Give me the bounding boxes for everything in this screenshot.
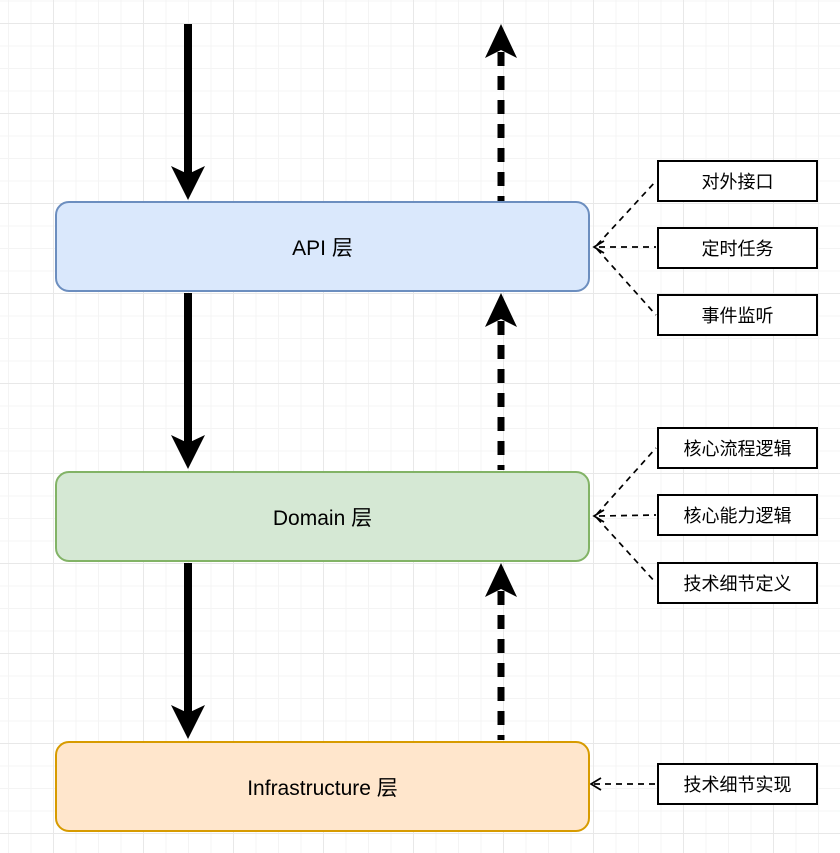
solid-down-arrow-top (171, 24, 205, 200)
annotation-box-api-2: 定时任务 (657, 227, 818, 269)
layer-title-api: API 层 (292, 236, 353, 260)
layer-title-domain: Domain 层 (272, 506, 373, 530)
domain-annotation-connectors (592, 447, 657, 584)
annotation-label: 核心流程逻辑 (683, 439, 792, 459)
layer-box-infrastructure: Infrastructure 层 (55, 741, 590, 832)
infrastructure-annotation-connectors (589, 777, 656, 791)
annotation-label: 核心能力逻辑 (683, 506, 792, 526)
dashed-up-arrow-top (485, 24, 517, 201)
dashed-up-arrow-middle (485, 293, 517, 470)
solid-down-arrow-bottom (171, 563, 205, 739)
left-chevron-arrow-icon (592, 240, 605, 254)
annotation-box-api-1: 对外接口 (657, 160, 818, 202)
left-chevron-arrow-icon (589, 777, 602, 791)
annotation-label: 技术细节实现 (683, 775, 792, 795)
annotation-box-domain-2: 核心能力逻辑 (657, 494, 818, 536)
annotation-label: 对外接口 (701, 172, 774, 192)
annotation-box-domain-3: 技术细节定义 (657, 562, 818, 604)
annotation-label: 事件监听 (701, 306, 774, 326)
annotation-box-infrastructure-1: 技术细节实现 (657, 763, 818, 805)
annotation-box-domain-1: 核心流程逻辑 (657, 427, 818, 469)
layer-box-api: API 层 (55, 201, 590, 292)
solid-down-arrow-middle (171, 293, 205, 469)
layer-box-domain: Domain 层 (55, 471, 590, 562)
api-annotation-connectors (592, 180, 657, 316)
annotation-label: 定时任务 (701, 239, 774, 259)
annotation-box-api-3: 事件监听 (657, 294, 818, 336)
dashed-up-arrow-bottom (485, 563, 517, 740)
annotation-label: 技术细节定义 (683, 574, 792, 594)
left-chevron-arrow-icon (592, 509, 605, 523)
layer-title-infrastructure: Infrastructure 层 (247, 776, 398, 800)
